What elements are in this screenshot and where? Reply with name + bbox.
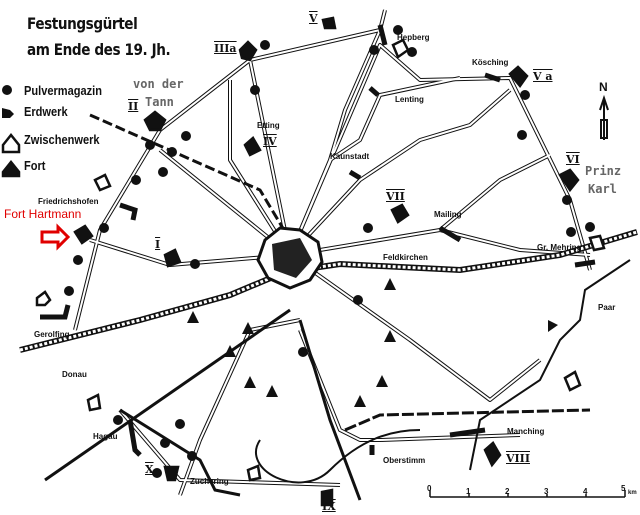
north-arrow xyxy=(599,94,609,140)
annotation-fort-hartmann: Fort Hartmann xyxy=(4,207,82,221)
label-fort-ii: II xyxy=(128,100,139,113)
place-oberstimm: Oberstimm xyxy=(383,456,426,465)
city-ingolstadt xyxy=(256,226,324,290)
label-fort-iiia: IIIa xyxy=(214,42,237,55)
danube-river-fill xyxy=(19,230,638,352)
place-donau: Donau xyxy=(62,370,87,379)
fort-ii xyxy=(143,110,167,132)
north-label: N xyxy=(599,80,608,94)
forts xyxy=(1,16,606,507)
place-gerolfing: Gerolfing xyxy=(34,330,70,339)
fort-v xyxy=(321,16,337,30)
fort-i xyxy=(163,248,182,268)
fort-hartmann-arrow xyxy=(40,223,71,251)
fort-viii xyxy=(483,441,502,468)
label-fort-vii: VII xyxy=(386,190,405,203)
place-kaunstadt: Kaunstadt xyxy=(330,152,370,161)
map-title-line2: am Ende des 19. Jh. xyxy=(27,40,171,59)
annotation-von-der: von der xyxy=(133,77,184,91)
map-title-line1: Festungsgürtel xyxy=(27,14,138,33)
label-fort-v: V xyxy=(309,12,318,25)
place-manching: Manching xyxy=(507,427,545,436)
annotation-prinz: Prinz xyxy=(585,164,622,178)
annotation-tann: Tann xyxy=(145,95,174,109)
scale-tick-4: 4 xyxy=(583,487,588,496)
place-lenting: Lenting xyxy=(395,95,424,104)
place-etting: Etting xyxy=(257,121,280,130)
zwischenwerk-gerolfing xyxy=(35,290,52,307)
place-feldkirchen: Feldkirchen xyxy=(383,253,428,262)
label-fort-vi: VI xyxy=(566,153,580,166)
fort-x xyxy=(163,465,180,482)
place-gr-mehring: Gr. Mehring xyxy=(537,243,582,252)
annotation-karl: Karl xyxy=(588,182,617,196)
label-fort-ix: IX xyxy=(322,500,336,513)
fort-vii xyxy=(390,203,410,224)
fort-va xyxy=(508,65,529,89)
label-fort-viii: VIII xyxy=(506,452,530,465)
legend-intermediate-work: Zwischenwerk xyxy=(24,132,100,147)
villages xyxy=(40,24,596,457)
legend-fort: Fort xyxy=(24,158,46,173)
label-fort-iv: IV xyxy=(263,135,277,148)
scale-tick-3: 3 xyxy=(544,487,549,496)
fort-vi xyxy=(558,168,580,193)
powder-magazines xyxy=(2,25,595,478)
place-paar: Paar xyxy=(598,303,616,312)
scale-tick-2: 2 xyxy=(505,487,510,496)
roads-fill xyxy=(74,9,591,496)
label-fort-i: I xyxy=(155,238,161,251)
fort-hartmann xyxy=(73,224,94,245)
scale-unit: km xyxy=(628,490,637,496)
fort-ix xyxy=(320,488,334,507)
scale-tick-1: 1 xyxy=(466,487,471,496)
scale-tick-0: 0 xyxy=(427,484,432,493)
place-koesching: Kösching xyxy=(472,58,509,67)
place-friedrichshofen: Friedrichshofen xyxy=(38,197,99,206)
scale-bar xyxy=(429,490,626,498)
legend-powder-magazine: Pulvermagazin xyxy=(24,83,103,98)
place-hepberg: Hepberg xyxy=(397,33,430,42)
place-zuchering: Zuchering xyxy=(190,477,229,486)
place-mailing: Mailing xyxy=(434,210,462,219)
scale-tick-5: 5 xyxy=(621,484,626,493)
label-fort-va: V a xyxy=(533,70,553,83)
legend-earthwork: Erdwerk xyxy=(24,104,68,119)
label-fort-x: X xyxy=(145,463,154,476)
fort-iv xyxy=(243,136,262,157)
fort-iiia xyxy=(238,40,258,62)
railways xyxy=(44,113,631,501)
place-hagau: Hagau xyxy=(93,432,118,441)
earthworks xyxy=(2,108,558,407)
